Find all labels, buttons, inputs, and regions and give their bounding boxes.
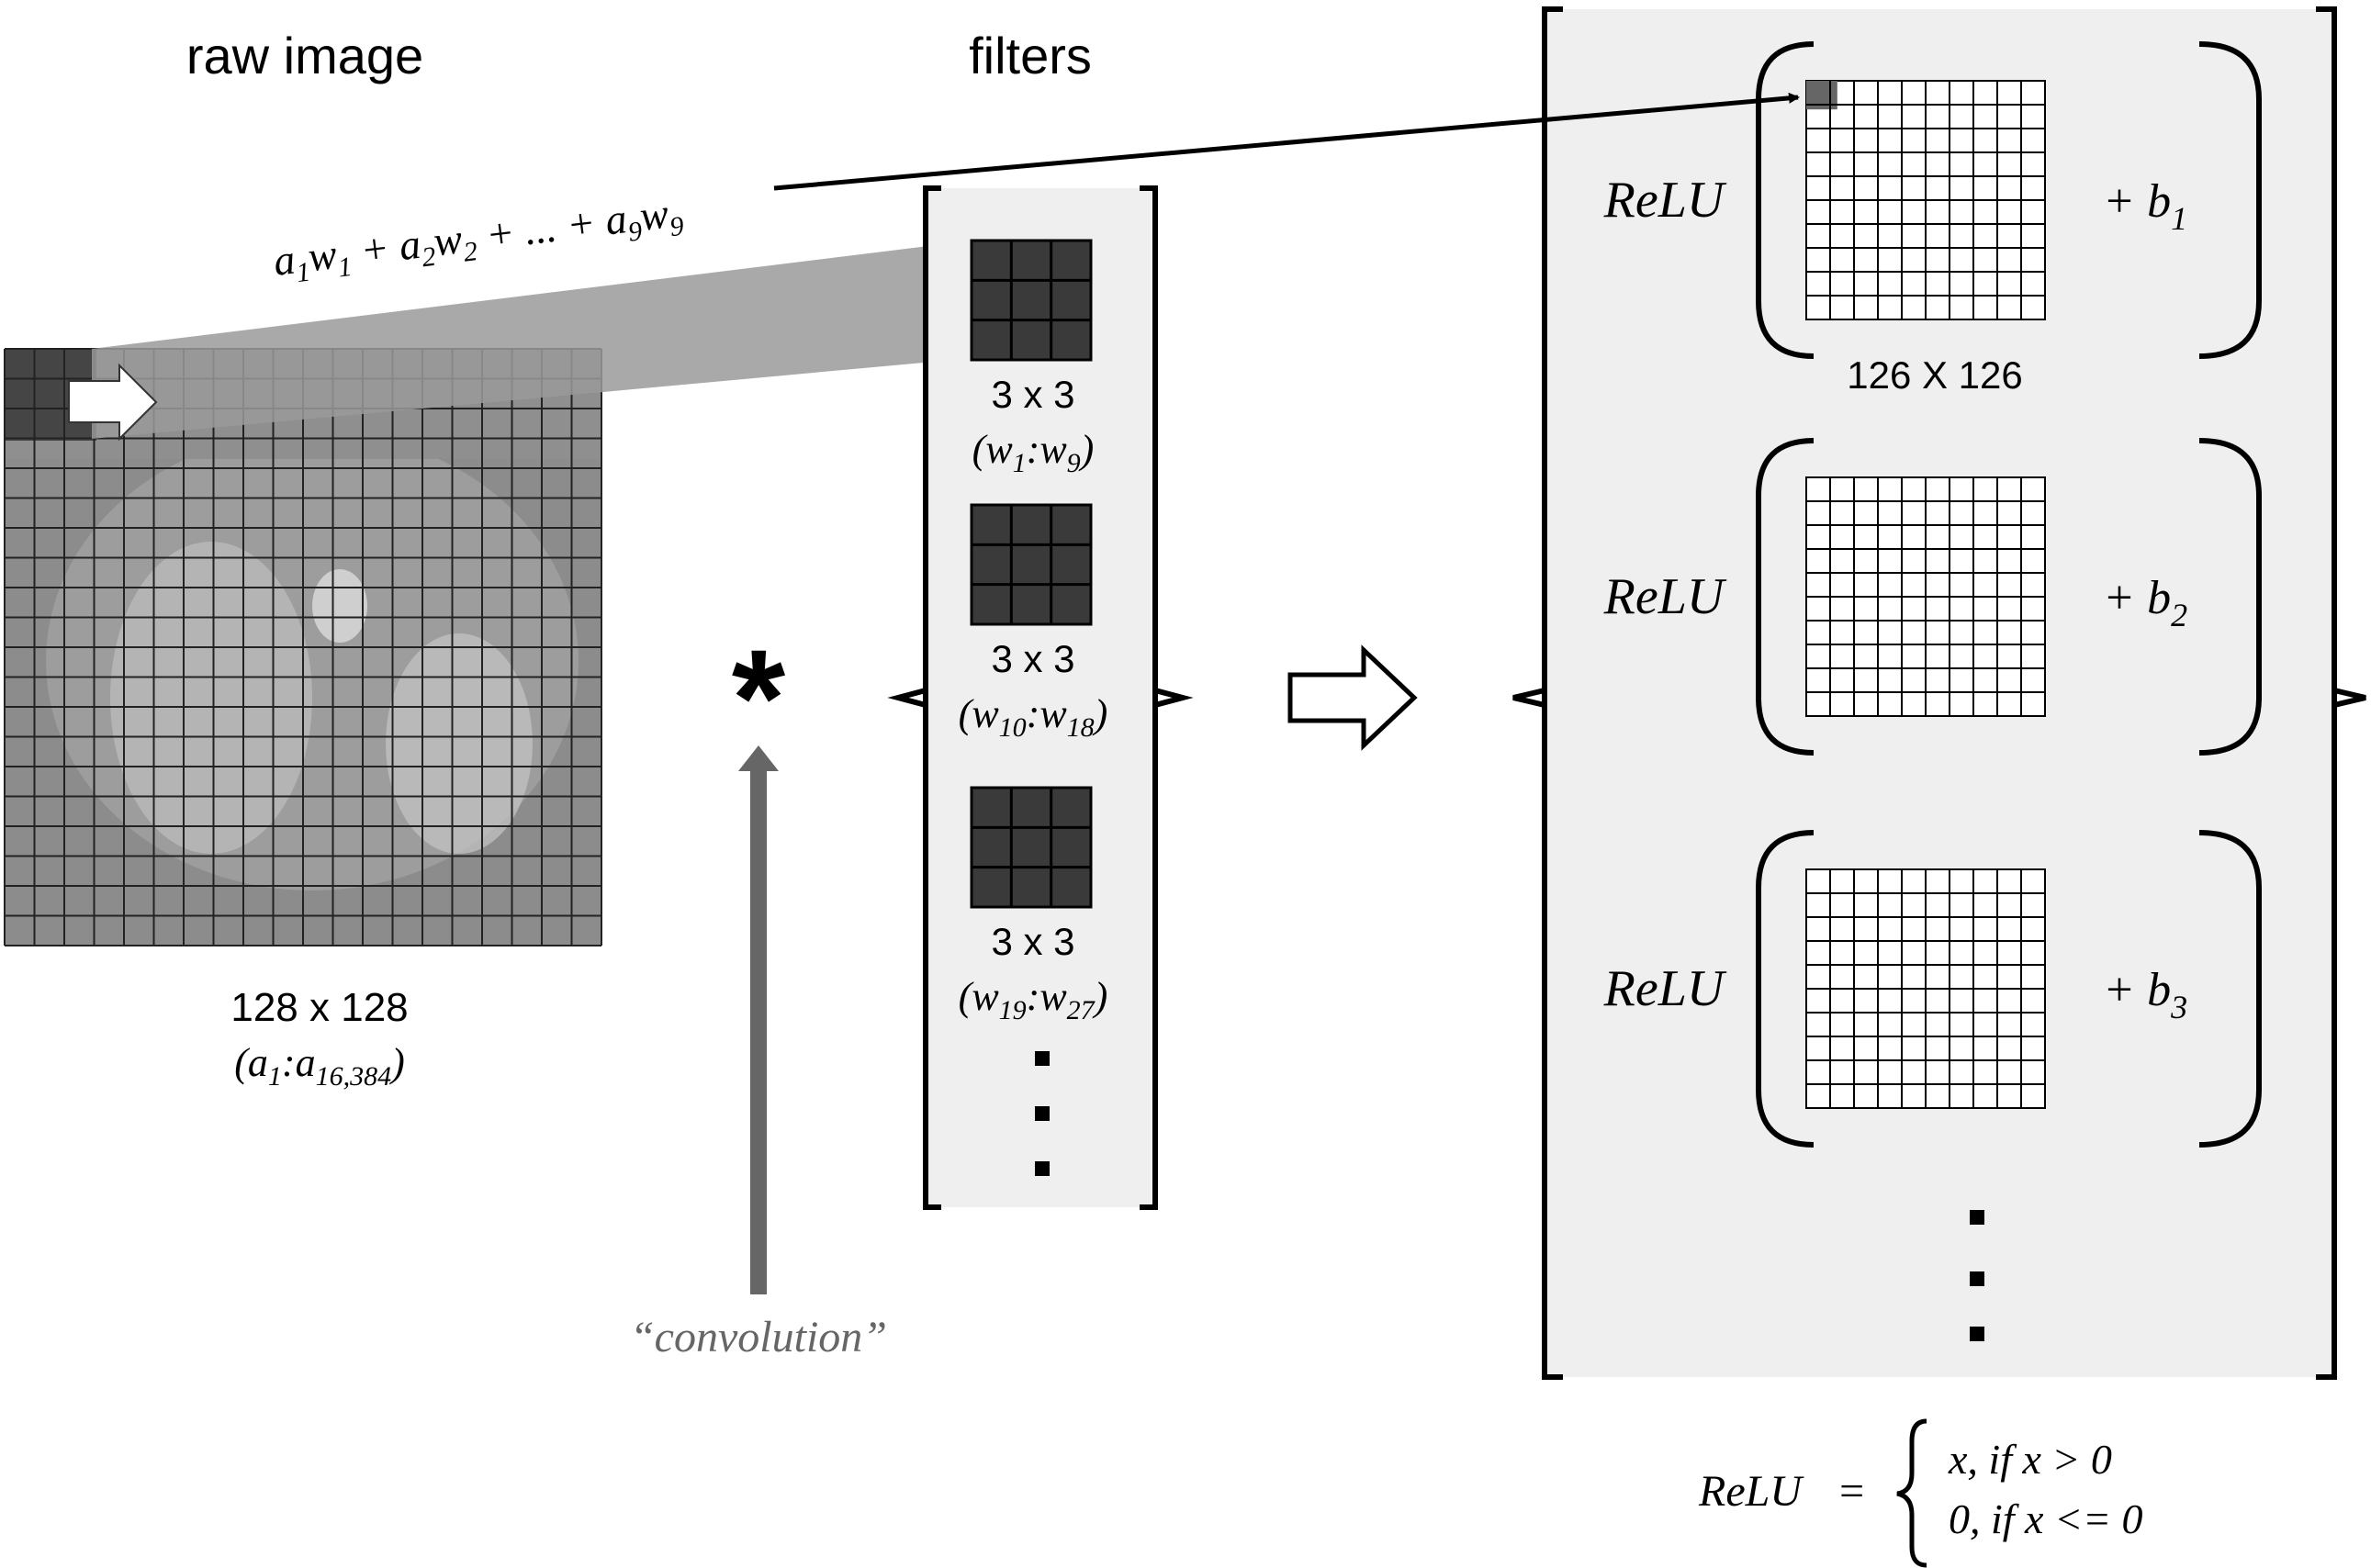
ellipsis-dot	[1970, 1271, 1984, 1286]
raw-image-range: (a1:a16,384)	[234, 1040, 404, 1092]
filter-kernel	[970, 239, 1093, 362]
feature-map-size: 126 X 126	[1847, 353, 2023, 397]
feature-map-right-paren	[2198, 41, 2262, 359]
projection-strip	[92, 241, 973, 439]
filters-right-brace-tip	[1154, 688, 1194, 708]
raw-image-texture	[386, 633, 533, 854]
slide-arrow-icon	[68, 363, 158, 442]
feature-maps-right-brace-tip	[2333, 688, 2366, 708]
relu-def-name: ReLU	[1698, 1467, 1804, 1516]
filter-weight-range: (w19:w27)	[959, 974, 1108, 1025]
raw-image-size: 128 x 128	[230, 985, 408, 1030]
relu-def-brace	[1896, 1418, 1927, 1568]
filter-kernel	[970, 503, 1093, 626]
feature-map-right-paren	[2198, 438, 2262, 756]
bias-label: + b3	[2103, 964, 2187, 1025]
ellipsis-dot	[1970, 1210, 1984, 1225]
dot-product-formula: a1w1 + a2w2 + ... + a9w9	[271, 188, 685, 291]
feature-map-left-paren	[1756, 830, 1815, 1148]
svg-text:a1w1 + a2w2 + ... + a9w9: a1w1 + a2w2 + ... + a9w9	[271, 188, 685, 291]
filters-panel: 3 x 3 (w1:w9) 3 x 3 (w10:w18) 3 x 3 (w19:w27)	[887, 185, 1194, 1210]
feature-map-left-paren	[1756, 41, 1815, 359]
convolution-arrow-head	[738, 745, 779, 771]
output-arrow-icon	[1287, 644, 1418, 751]
raw-image-title: raw image	[186, 27, 423, 84]
relu-case-nonpositive: 0, if x <= 0	[1949, 1495, 2143, 1542]
feature-map-item: ReLU + b3	[1603, 830, 2262, 1148]
raw-image-texture	[312, 569, 367, 643]
bias-label: + b2	[2103, 572, 2187, 633]
filter-size: 3 x 3	[991, 637, 1074, 680]
ellipsis-dot	[1970, 1327, 1984, 1341]
feature-map-left-paren	[1756, 438, 1815, 756]
filter-size: 3 x 3	[991, 920, 1074, 963]
ellipsis-dot	[1035, 1106, 1050, 1121]
raw-image-texture	[110, 542, 312, 854]
output-connector-arrow	[773, 92, 1800, 191]
relu-def-equals: =	[1837, 1467, 1866, 1516]
filter-item: 3 x 3 (w1:w9)	[970, 239, 1095, 478]
filters-left-brace-tip	[887, 688, 927, 708]
convolution-label: “convolution”	[630, 1313, 887, 1361]
relu-label: ReLU	[1603, 172, 1727, 229]
convolution-arrow-shaft	[750, 771, 767, 1294]
relu-definition: ReLU = x, if x > 0 0, if x <= 0	[1698, 1418, 2143, 1568]
relu-label: ReLU	[1603, 960, 1727, 1017]
filters-left-bracket	[923, 185, 941, 1210]
relu-case-positive: x, if x > 0	[1948, 1436, 2112, 1483]
feature-maps-left-brace-tip	[1512, 688, 1545, 708]
filter-item: 3 x 3 (w10:w18)	[959, 503, 1108, 743]
ellipsis-dot	[1035, 1161, 1050, 1176]
relu-label: ReLU	[1603, 568, 1727, 625]
feature-maps-panel: ReLU + b1 ReLU + b2 ReLU + b3	[1512, 6, 2366, 1380]
ellipsis-dot	[1035, 1051, 1050, 1066]
filter-item: 3 x 3 (w19:w27)	[959, 786, 1108, 1025]
filter-kernel	[970, 786, 1093, 909]
feature-map-item: ReLU + b2	[1603, 438, 2262, 756]
feature-map-item: ReLU + b1	[1603, 41, 2262, 359]
filters-right-bracket	[1140, 185, 1158, 1210]
feature-map-right-paren	[2198, 830, 2262, 1148]
filter-size: 3 x 3	[991, 373, 1074, 416]
filter-weight-range: (w10:w18)	[959, 691, 1108, 743]
filters-title: filters	[969, 27, 1092, 84]
filter-weight-range: (w1:w9)	[972, 427, 1095, 478]
bias-label: + b1	[2103, 175, 2187, 237]
